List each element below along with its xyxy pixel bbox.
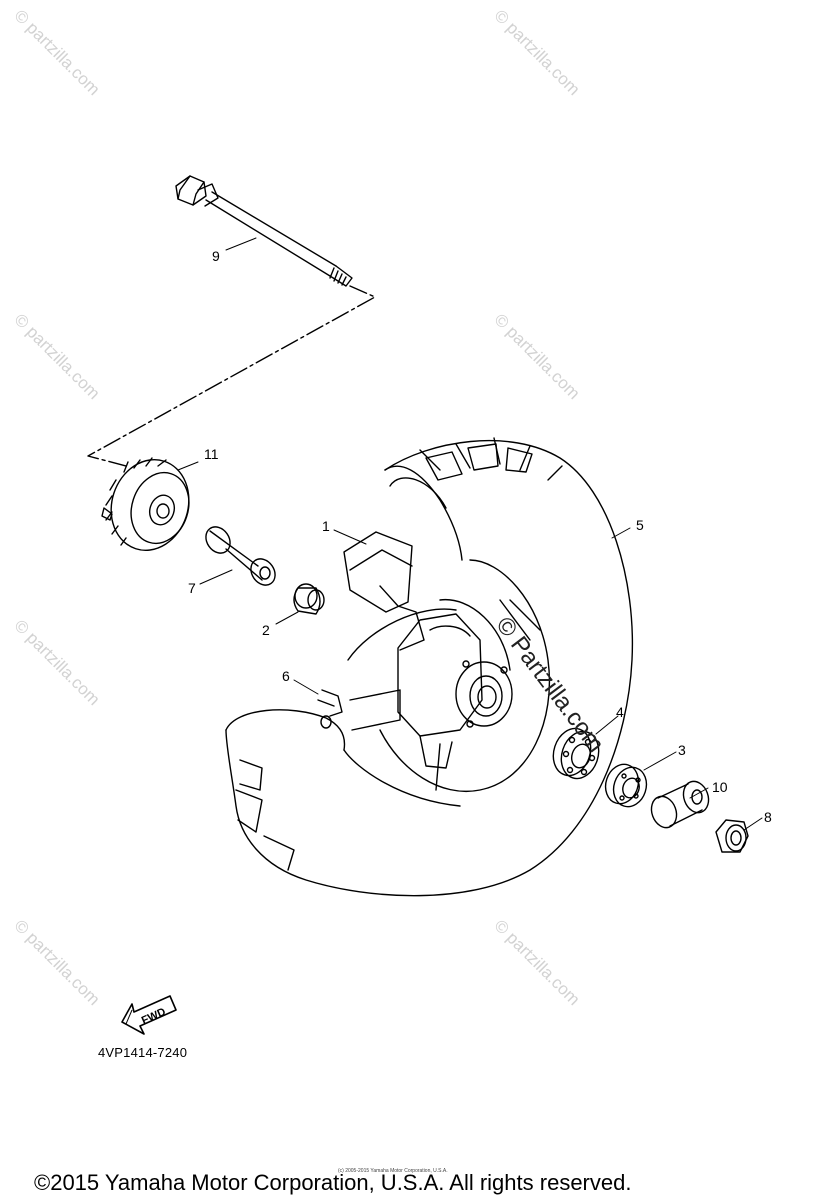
cast-wheel-part-1 xyxy=(343,531,551,792)
callout-4: 4 xyxy=(616,704,624,720)
valve-part-6 xyxy=(317,689,343,729)
forward-arrow-icon: FWD xyxy=(121,995,177,1035)
callout-6: 6 xyxy=(282,668,290,684)
callout-10: 10 xyxy=(712,779,728,795)
collar-part-10 xyxy=(650,780,710,829)
leader-lines xyxy=(177,237,763,831)
callout-3: 3 xyxy=(678,742,686,758)
bearing-part-3 xyxy=(604,763,648,808)
tire-part-5 xyxy=(225,437,634,897)
oil-seal-part-2 xyxy=(293,583,325,615)
callout-2: 2 xyxy=(262,622,270,638)
axle-bolt-part-9 xyxy=(175,175,353,287)
gear-unit-part-11 xyxy=(101,457,190,551)
callout-5: 5 xyxy=(636,517,644,533)
callout-1: 1 xyxy=(322,518,330,534)
bearing-part-4 xyxy=(552,727,600,780)
alignment-dash-line xyxy=(87,285,376,468)
callout-8: 8 xyxy=(764,809,772,825)
callout-11: 11 xyxy=(204,446,219,462)
nut-part-8 xyxy=(715,819,749,853)
copyright-notice: ©2015 Yamaha Motor Corporation, U.S.A. A… xyxy=(34,1170,632,1195)
callout-7: 7 xyxy=(188,580,196,596)
collar-part-7 xyxy=(205,526,276,586)
small-copyright: (c) 2005-2015 Yamaha Motor Corporation, … xyxy=(338,1168,448,1174)
callout-9: 9 xyxy=(212,248,220,264)
diagram-reference: 4VP1414-7240 xyxy=(98,1045,188,1060)
